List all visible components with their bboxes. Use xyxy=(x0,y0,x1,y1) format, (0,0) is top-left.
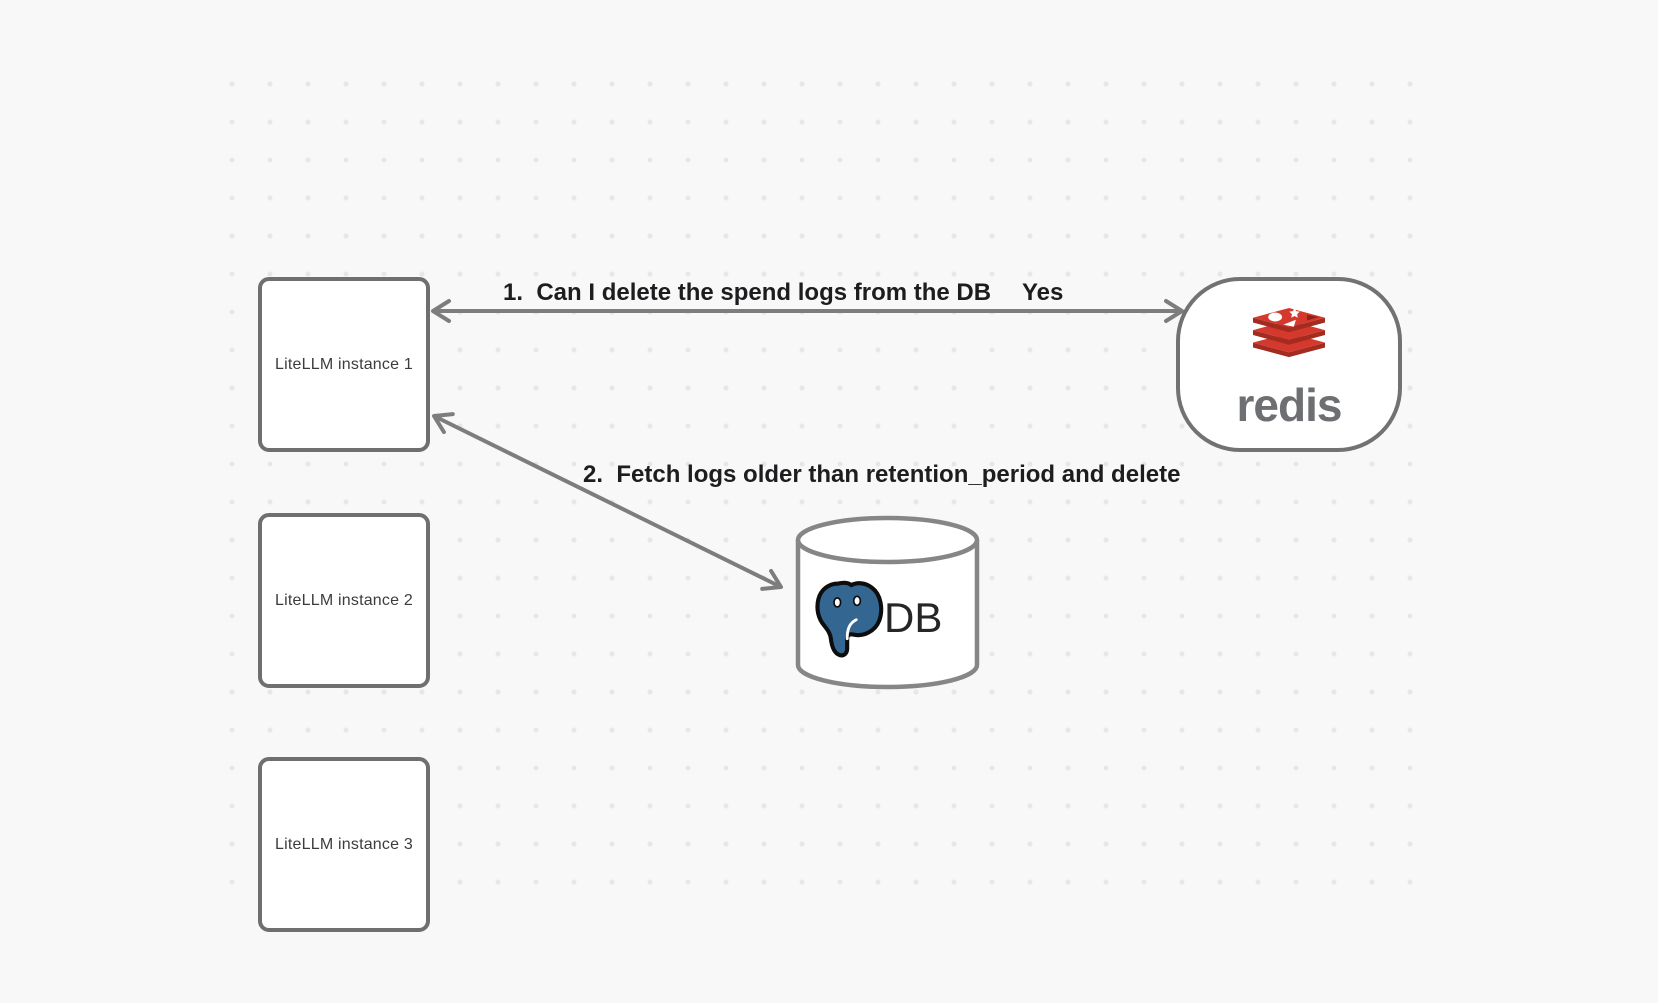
db-label: DB xyxy=(884,594,943,641)
db-cylinder-shape[interactable] xyxy=(793,513,983,693)
postgresql-elephant-icon xyxy=(815,580,884,658)
edge-2-label: 2. Fetch logs older than retention_perio… xyxy=(583,461,1181,488)
node-label: LiteLLM instance 1 xyxy=(275,355,413,373)
redis-stack-icon xyxy=(1253,307,1325,357)
redis-wordmark: redis xyxy=(1236,378,1343,431)
edge-1-response-label: Yes xyxy=(1022,279,1064,306)
node-litellm-instance-1[interactable]: LiteLLM instance 1 xyxy=(258,277,430,452)
node-litellm-instance-2[interactable]: LiteLLM instance 2 xyxy=(258,513,430,688)
node-label: LiteLLM instance 2 xyxy=(275,591,413,609)
node-redis[interactable]: redis xyxy=(1176,277,1402,452)
node-litellm-instance-3[interactable]: LiteLLM instance 3 xyxy=(258,757,430,932)
node-label: LiteLLM instance 3 xyxy=(275,835,413,853)
edge-1-label: 1. Can I delete the spend logs from the … xyxy=(503,279,992,306)
